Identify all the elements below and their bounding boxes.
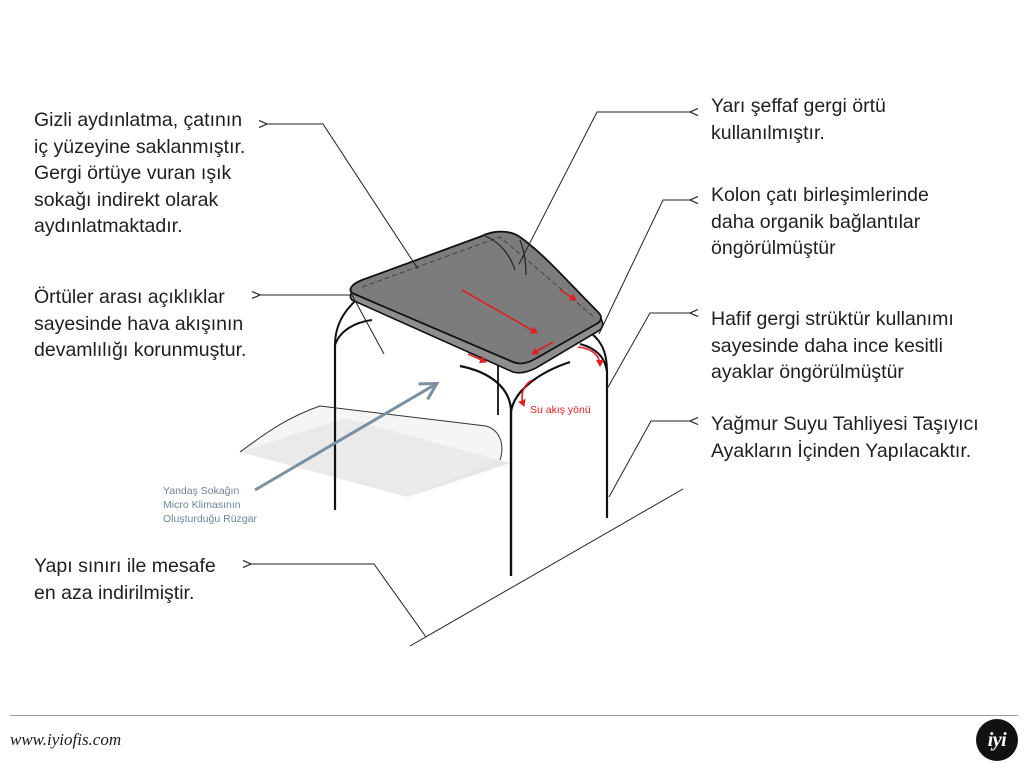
wind-label: Yandaş Sokağın Micro Klimasının Oluşturd… [163,485,257,525]
water-flow-label: Su akış yönü [530,404,591,416]
wind-arrow [254,384,436,492]
brand-logo: iyi [976,719,1018,761]
annotation-ventilation: Örtüler arası açıklıklar sayesinde hava … [34,286,247,361]
annotation-light-structure: Hafif gergi strüktür kullanımı sayesinde… [711,308,954,383]
annotation-rainwater-drainage: Yağmur Suyu Tahliyesi Taşıyıcı Ayakların… [711,413,979,462]
annotation-translucent-cover: Yarı şeffaf gergi örtü kullanılmıştır. [711,95,886,144]
logo-text: iyi [987,728,1007,751]
water-flow-arrows [461,289,604,407]
boundary-ground-line [409,488,684,647]
annotation-boundary-distance: Yapı sınırı ile mesafe en aza indirilmiş… [34,555,216,604]
leader-lines [251,112,690,638]
website-link[interactable]: www.iyiofis.com [10,730,122,749]
tensile-roof [349,230,604,374]
canopy-structure [333,299,609,576]
footer-divider [10,715,1018,716]
annotation-hidden-lighting: Gizli aydınlatma, çatının iç yüzeyine sa… [34,109,246,237]
annotation-organic-joints: Kolon çatı birleşimlerinde daha organik … [711,184,929,259]
adjacent-street-canopy [239,405,510,497]
